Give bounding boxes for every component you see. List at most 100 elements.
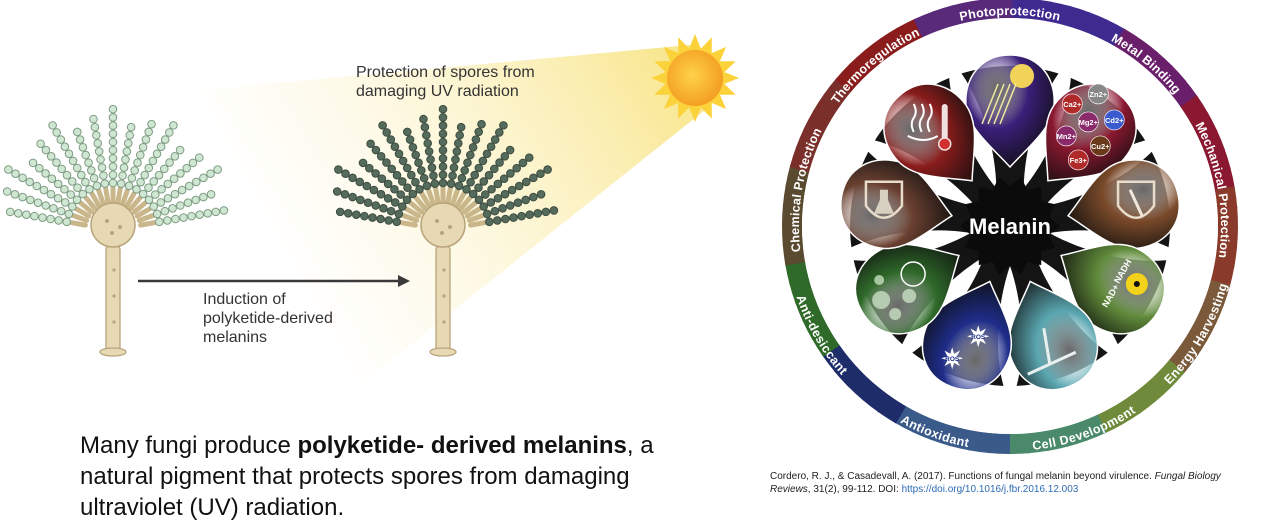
phialide bbox=[450, 188, 460, 207]
spore bbox=[122, 147, 132, 156]
droplet-shape bbox=[883, 83, 976, 182]
spore bbox=[144, 127, 154, 137]
spore bbox=[417, 166, 426, 175]
spore bbox=[468, 189, 478, 199]
ring-segment bbox=[968, 430, 992, 454]
spore bbox=[36, 139, 45, 149]
spore bbox=[340, 189, 350, 199]
phialide bbox=[69, 220, 88, 228]
spore bbox=[144, 195, 154, 205]
spore bbox=[138, 143, 148, 152]
spore bbox=[452, 147, 462, 156]
spore bbox=[477, 119, 486, 129]
spore bbox=[175, 145, 185, 155]
spore bbox=[543, 165, 552, 174]
spore bbox=[179, 213, 188, 222]
spore bbox=[108, 154, 118, 163]
spore bbox=[376, 189, 386, 199]
spore bbox=[465, 150, 475, 160]
spore bbox=[67, 202, 77, 211]
spore bbox=[355, 177, 364, 187]
spore bbox=[474, 127, 484, 137]
spore bbox=[398, 156, 408, 166]
ring-segment bbox=[913, 10, 941, 38]
spore bbox=[108, 162, 118, 171]
sun-disc bbox=[667, 50, 723, 106]
ros-label: ROS bbox=[945, 356, 960, 363]
spore bbox=[387, 164, 397, 174]
spore bbox=[46, 189, 56, 199]
spore bbox=[419, 173, 429, 183]
sun-icon bbox=[651, 34, 739, 122]
phialide bbox=[458, 195, 473, 212]
phialide bbox=[464, 206, 482, 219]
ion-label: Ca2+ bbox=[1063, 100, 1082, 109]
spore bbox=[454, 181, 464, 191]
ring-segment bbox=[1198, 129, 1226, 157]
ring-segment bbox=[1061, 421, 1088, 447]
spore bbox=[169, 174, 179, 184]
ring-segment bbox=[1217, 226, 1238, 249]
spore bbox=[154, 217, 164, 227]
ion-label: Fe3+ bbox=[1070, 156, 1088, 165]
droplet-shape bbox=[965, 54, 1055, 169]
citation-text: Cordero, R. J., & Casadevall, A. (2017).… bbox=[770, 471, 1155, 482]
spore bbox=[474, 183, 483, 193]
spore bbox=[382, 158, 391, 167]
ring-segment bbox=[782, 184, 806, 208]
droplet-shape bbox=[921, 280, 1013, 391]
spore bbox=[141, 135, 151, 144]
spore bbox=[396, 190, 406, 199]
spore bbox=[514, 181, 524, 191]
spore bbox=[47, 174, 57, 184]
spore bbox=[127, 173, 137, 183]
spore bbox=[376, 152, 386, 161]
ring-segment bbox=[782, 241, 806, 266]
spore bbox=[371, 169, 380, 178]
spore bbox=[168, 204, 177, 213]
spore bbox=[147, 119, 156, 129]
stalk-dot bbox=[112, 294, 116, 298]
spore bbox=[470, 170, 480, 180]
flask-icon bbox=[873, 189, 894, 214]
phialide bbox=[426, 188, 436, 207]
spore bbox=[93, 139, 103, 148]
heat-wave-icon bbox=[910, 103, 917, 133]
spore bbox=[30, 211, 39, 221]
spore bbox=[22, 210, 31, 220]
spore bbox=[369, 185, 379, 195]
spore bbox=[463, 158, 472, 168]
spore bbox=[513, 198, 523, 208]
phialide bbox=[71, 213, 90, 223]
spore bbox=[57, 164, 67, 174]
heat-wave-icon bbox=[926, 103, 933, 133]
spore bbox=[130, 166, 139, 175]
spore bbox=[41, 201, 51, 210]
spore bbox=[108, 129, 118, 139]
spore bbox=[478, 156, 488, 166]
spore bbox=[10, 189, 20, 199]
spore bbox=[66, 190, 76, 199]
spore bbox=[348, 173, 357, 183]
spore bbox=[171, 214, 180, 224]
spore bbox=[60, 142, 70, 151]
citation: Cordero, R. J., & Casadevall, A. (2017).… bbox=[770, 470, 1240, 496]
spore bbox=[427, 163, 437, 172]
spore bbox=[26, 195, 35, 205]
spore bbox=[72, 195, 82, 205]
spore bbox=[53, 179, 63, 189]
spore bbox=[394, 149, 404, 159]
spore bbox=[154, 170, 164, 180]
water-drop-icon bbox=[872, 291, 891, 309]
droplet-shape bbox=[854, 243, 960, 335]
spore bbox=[116, 179, 126, 189]
spore bbox=[522, 177, 531, 187]
spore bbox=[182, 163, 191, 173]
spore bbox=[352, 210, 361, 220]
citation-doi-link[interactable]: https://doi.org/10.1016/j.fbr.2016.12.00… bbox=[901, 484, 1079, 495]
spore bbox=[13, 208, 23, 218]
spore bbox=[495, 128, 504, 137]
spore bbox=[46, 214, 55, 224]
spore bbox=[482, 209, 492, 219]
spore bbox=[334, 165, 343, 174]
